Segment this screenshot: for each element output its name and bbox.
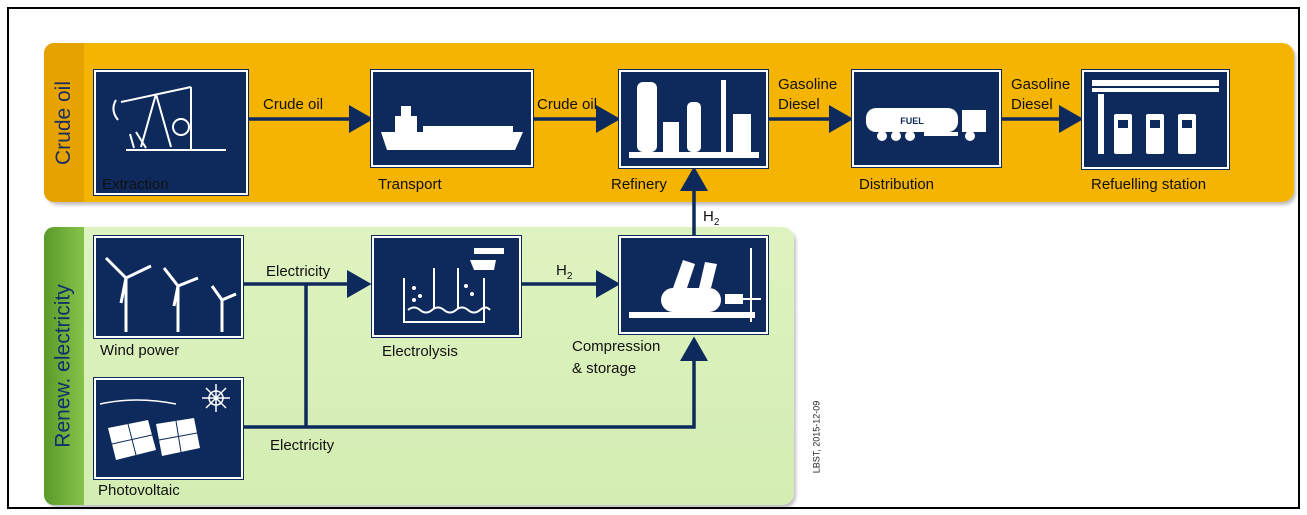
h2-base-2: H: [703, 208, 714, 225]
fuel-truck-icon: FUEL: [866, 108, 986, 141]
h2-base-1: H: [556, 262, 567, 279]
ship-icon: [381, 106, 523, 150]
edge-label-electricity-1: Electricity: [266, 263, 331, 280]
arrow-pv-compression: [243, 336, 708, 429]
edge-label-diesel-1: Diesel: [778, 96, 820, 113]
transport-label: Transport: [378, 176, 442, 193]
refinery-label: Refinery: [611, 176, 667, 193]
source-watermark: LBST, 2015-12-09: [808, 392, 824, 482]
electrolysis-label: Electrolysis: [382, 343, 458, 360]
fuel-pumps-icon: [1092, 80, 1219, 154]
extraction-node: [93, 69, 249, 196]
electrolysis-node: [371, 235, 522, 338]
refinery-icon: [629, 80, 759, 158]
edge-label-electricity-2: Electricity: [270, 437, 335, 454]
solar-panel-icon: [99, 384, 230, 460]
edge-label-h2-electrolysis: H2: [556, 262, 572, 285]
edge-label-gasoline-1: Gasoline: [778, 76, 838, 93]
refinery-node: [618, 69, 769, 169]
h2-sub-2: 2: [713, 217, 720, 228]
distribution-node: FUEL: [851, 69, 1002, 168]
renewable-electricity-tab: Renew. electricity: [44, 227, 84, 505]
source-watermark-text: LBST, 2015-12-09: [811, 400, 821, 474]
photovoltaic-label: Photovoltaic: [98, 482, 180, 499]
edge-label-crude-oil-1: Crude oil: [263, 96, 324, 113]
fuel-truck-icon-text: FUEL: [900, 116, 924, 126]
wind-turbine-icon: [104, 256, 237, 332]
compression-label: Compression: [572, 338, 661, 355]
edge-label-gasoline-2: Gasoline: [1011, 76, 1071, 93]
transport-node: [370, 69, 534, 168]
storage-label: & storage: [572, 360, 637, 377]
extraction-label: Extraction: [102, 176, 169, 193]
edge-label-diesel-2: Diesel: [1011, 96, 1053, 113]
refuelling-station-label: Refuelling station: [1091, 176, 1207, 193]
oil-pump-icon: [112, 86, 226, 151]
edge-label-h2-refinery: H2: [703, 208, 719, 231]
compressor-icon: [629, 248, 761, 322]
wind-power-label: Wind power: [100, 342, 180, 359]
crude-oil-tab: Crude oil: [44, 43, 84, 202]
wind-power-node: [93, 235, 244, 339]
photovoltaic-node: [93, 377, 244, 480]
edge-label-crude-oil-2: Crude oil: [537, 96, 598, 113]
refuelling-node: [1081, 69, 1230, 170]
distribution-label: Distribution: [859, 176, 935, 193]
h2-sub-1: 2: [566, 271, 573, 282]
electrolysis-icon: [403, 248, 504, 323]
compression-storage-node: [618, 235, 769, 335]
